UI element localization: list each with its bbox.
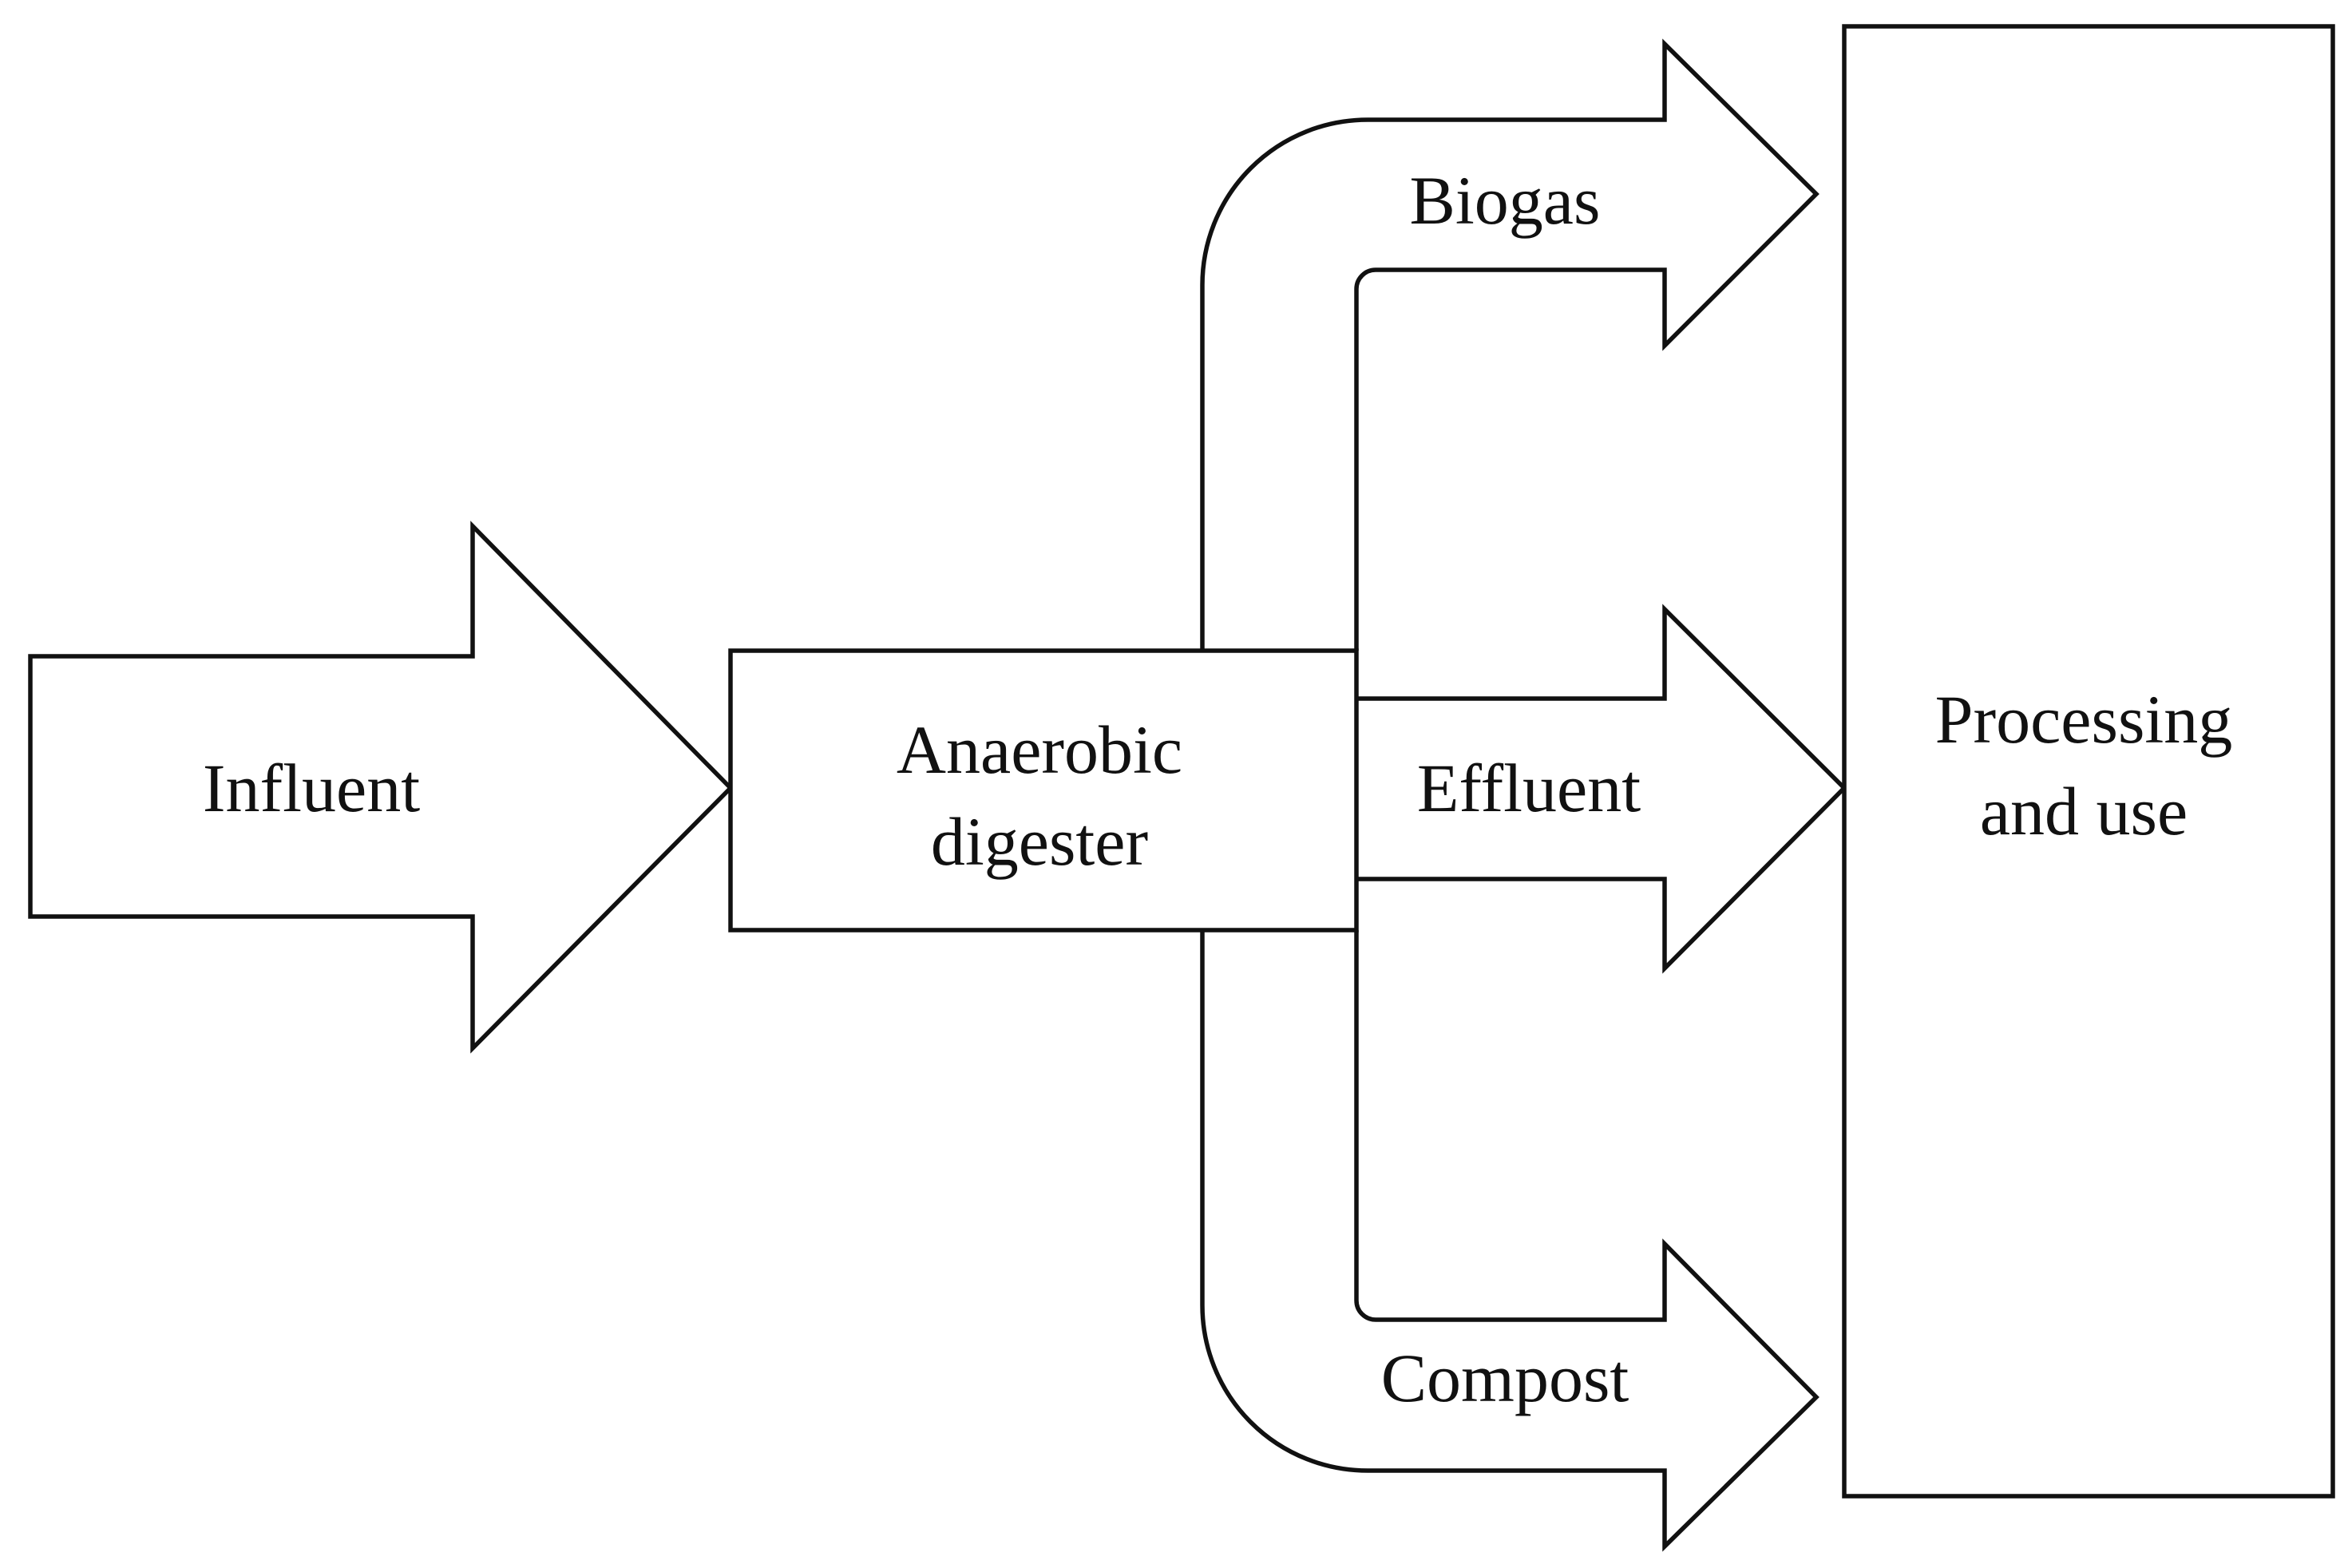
processing-label-line2: and use [1980, 773, 2188, 849]
influent-label: Influent [203, 750, 420, 826]
compost-label: Compost [1381, 1340, 1629, 1416]
digester-label-line1: Anaerobic [897, 711, 1182, 788]
biogas-label: Biogas [1410, 162, 1601, 239]
anaerobic-digester-box [728, 648, 1359, 932]
processing-label-line1: Processing [1935, 681, 2233, 758]
digester-label-line2: digester [931, 803, 1148, 880]
influent-arrow [28, 521, 734, 1054]
processing-and-use-box [1842, 24, 2335, 1499]
compost-arrow [1200, 930, 1819, 1552]
biogas-arrow [1200, 38, 1819, 651]
effluent-label: Effluent [1417, 750, 1641, 826]
